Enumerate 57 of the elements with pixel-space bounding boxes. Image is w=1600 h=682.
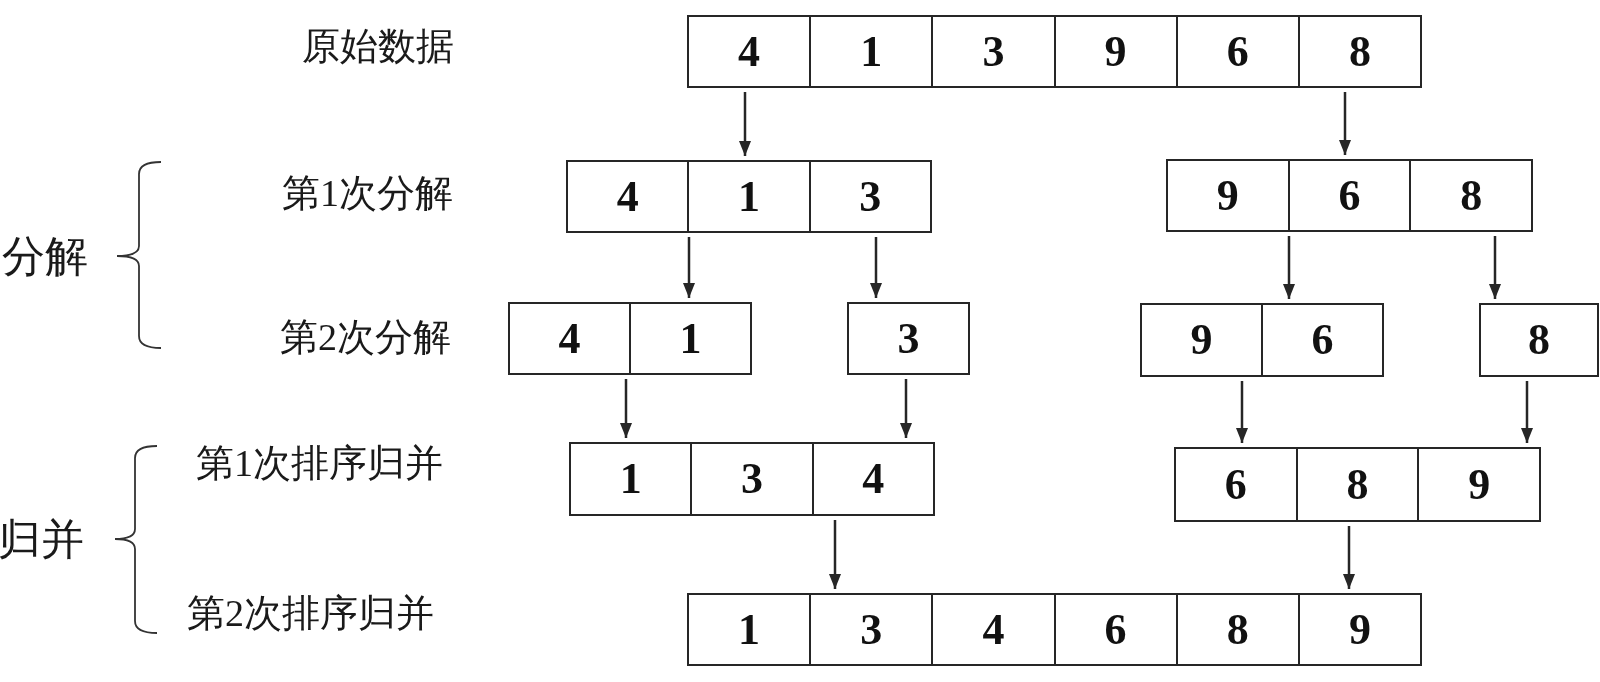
arrow [870, 237, 882, 298]
array-box [687, 15, 1422, 88]
array-cell: 3 [847, 302, 970, 375]
group-label: 归并 [0, 517, 84, 561]
row-label: 第2次排序归并 [187, 594, 434, 632]
array-cell: 1 [687, 162, 809, 231]
array-cell: 1 [629, 304, 750, 373]
array-cell: 4 [931, 595, 1054, 664]
array-cell: 1 [689, 595, 810, 664]
group-label: 分解 [2, 234, 88, 278]
arrow [1283, 236, 1295, 299]
array-cell: 8 [1409, 161, 1531, 230]
array-box [1166, 159, 1533, 232]
array-cell: 4 [811, 444, 933, 514]
array-cell: 8 [1295, 449, 1418, 520]
row-label: 第1次排序归并 [196, 444, 443, 482]
array-cell: 6 [1053, 595, 1176, 664]
array-cell: 6 [1261, 305, 1382, 375]
array-box [566, 160, 932, 233]
arrow [1236, 381, 1248, 443]
array-cell: 9 [1168, 161, 1288, 230]
row-label: 第1次分解 [282, 174, 453, 212]
array-cell: 4 [689, 17, 810, 86]
array-box [1140, 303, 1384, 377]
arrow [683, 237, 695, 298]
array-box [569, 442, 935, 516]
array-cell: 6 [1175, 17, 1298, 86]
array-cell: 3 [809, 595, 932, 664]
array-cell: 4 [510, 304, 629, 373]
row-label: 原始数据 [302, 27, 454, 65]
arrow [1343, 526, 1355, 589]
array-cell: 9 [1142, 305, 1261, 375]
array-cell: 6 [1176, 449, 1296, 520]
arrow [1521, 381, 1533, 443]
arrow [739, 92, 751, 156]
row-label: 第2次分解 [280, 318, 451, 356]
array-box [508, 302, 752, 375]
array-cell: 8 [1479, 303, 1599, 377]
array-cell: 8 [1175, 595, 1298, 664]
array-box [1174, 447, 1541, 522]
arrow [1339, 92, 1351, 155]
array-cell: 4 [568, 162, 688, 231]
arrow [1489, 236, 1501, 299]
arrow [900, 379, 912, 438]
array-cell: 3 [808, 162, 930, 231]
array-cell: 8 [1297, 17, 1421, 86]
array-cell: 1 [809, 17, 932, 86]
array-cell: 3 [931, 17, 1054, 86]
array-cell: 6 [1287, 161, 1410, 230]
array-box [687, 593, 1422, 666]
arrow [620, 379, 632, 438]
arrow [829, 520, 841, 589]
array-cell: 9 [1417, 449, 1539, 520]
array-cell: 9 [1297, 595, 1421, 664]
array-cell: 3 [690, 444, 812, 514]
array-cell: 1 [571, 444, 691, 514]
array-cell: 9 [1053, 17, 1176, 86]
